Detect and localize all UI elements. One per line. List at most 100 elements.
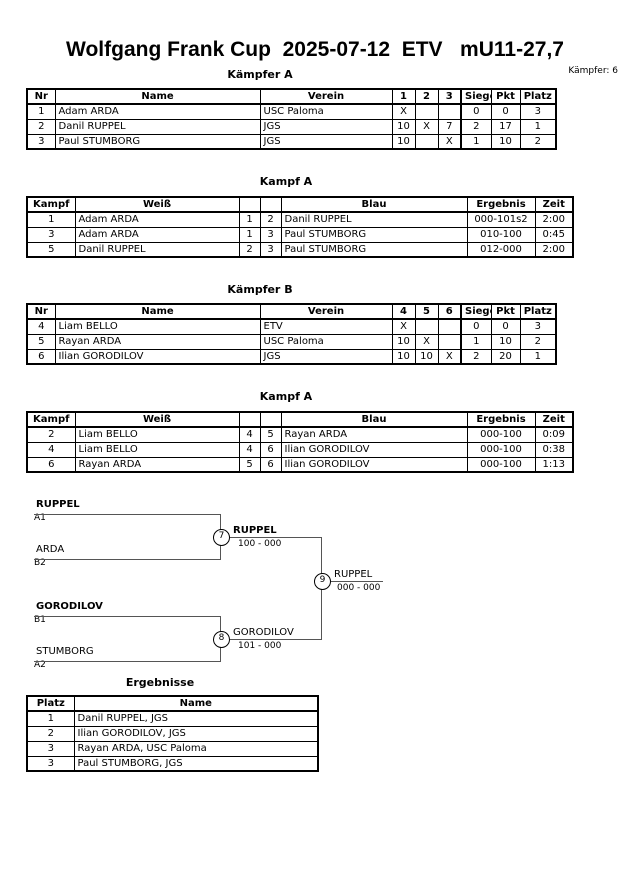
cell-weiss-nr: 1 <box>238 211 261 228</box>
cell-zeit: 2:00 <box>534 241 574 258</box>
col-verein: Verein <box>259 88 393 105</box>
bracket-line <box>331 581 383 582</box>
col-blau: Blau <box>280 196 468 213</box>
cell-opp-2 <box>414 318 439 335</box>
cell-name: Ilian GORODILOV, JGS <box>73 725 319 742</box>
bracket-entry-seed: B2 <box>34 558 46 568</box>
cell-platz: 3 <box>519 318 557 335</box>
cell-name: Danil RUPPEL, JGS <box>73 710 319 727</box>
cell-blau-nr: 3 <box>259 226 282 243</box>
pool-b-table: Nr Name Verein 4 5 6 Siege Pkt Platz 4Li… <box>26 303 557 365</box>
cell-platz: 1 <box>26 710 75 727</box>
col-name: Name <box>54 88 261 105</box>
cell-name: Rayan ARDA, USC Paloma <box>73 740 319 757</box>
cell-verein: JGS <box>259 348 393 365</box>
pool-b-matches-caption: Kampf A <box>259 390 313 403</box>
cell-platz: 2 <box>26 725 75 742</box>
cell-opp-1: 10 <box>391 133 416 150</box>
col-platz: Platz <box>26 695 75 712</box>
cell-nr: 6 <box>26 348 56 365</box>
col-ergebnis: Ergebnis <box>466 196 536 213</box>
bracket-entry-seed: A2 <box>34 660 46 670</box>
bracket-entry-seed: A1 <box>34 513 46 523</box>
cell-weiss: Rayan ARDA <box>74 456 240 473</box>
cell-opp-1: 10 <box>391 118 416 135</box>
cell-opp-1: X <box>391 103 416 120</box>
cell-weiss-nr: 1 <box>238 226 261 243</box>
cell-blau-nr: 5 <box>259 426 282 443</box>
cell-verein: USC Paloma <box>259 333 393 350</box>
bracket-winner: RUPPEL <box>233 525 277 536</box>
table-header-row: Nr Name Verein 4 5 6 Siege Pkt Platz <box>26 303 557 320</box>
bracket-match-number: 9 <box>314 573 331 590</box>
cell-siege: 0 <box>460 103 492 120</box>
bracket-line <box>34 616 220 617</box>
bracket-entry-name: GORODILOV <box>36 601 103 612</box>
cell-ergebnis: 010-100 <box>466 226 536 243</box>
col-nr: Nr <box>26 303 56 320</box>
cell-opp-1: 10 <box>391 333 416 350</box>
col-name: Name <box>54 303 261 320</box>
cell-platz: 1 <box>519 118 557 135</box>
bracket-line <box>34 559 220 560</box>
knockout-bracket: RUPPEL A1 B2 ARDA 7 RUPPEL 100 - 000 GOR… <box>0 495 630 670</box>
cell-zeit: 1:13 <box>534 456 574 473</box>
bracket-winner: RUPPEL <box>334 569 373 580</box>
cell-opp-2 <box>414 103 439 120</box>
bracket-score: 101 - 000 <box>238 641 282 651</box>
pool-a-matches-caption: Kampf A <box>259 175 313 188</box>
table-header-row: Kampf Weiß Blau Ergebnis Zeit <box>26 411 574 428</box>
table-header-row: Kampf Weiß Blau Ergebnis Zeit <box>26 196 574 213</box>
cell-verein: JGS <box>259 118 393 135</box>
cell-opp-3 <box>437 103 462 120</box>
pool-a-caption: Kämpfer A <box>227 68 293 81</box>
col-pkt: Pkt <box>490 303 521 320</box>
cell-platz: 3 <box>519 103 557 120</box>
pool-a-table: Nr Name Verein 1 2 3 Siege Pkt Platz 1Ad… <box>26 88 557 150</box>
cell-kampf: 3 <box>26 226 76 243</box>
col-siege: Siege <box>460 88 492 105</box>
cell-weiss-nr: 5 <box>238 456 261 473</box>
cell-blau: Ilian GORODILOV <box>280 441 468 458</box>
cell-pkt: 0 <box>490 318 521 335</box>
bracket-match-number: 7 <box>213 529 230 546</box>
cell-nr: 1 <box>26 103 56 120</box>
bracket-score: 100 - 000 <box>238 539 282 549</box>
cell-opp-1: X <box>391 318 416 335</box>
col-opp-1: 1 <box>391 88 416 105</box>
bracket-score: 000 - 000 <box>337 583 381 593</box>
col-opp-5: 5 <box>414 303 439 320</box>
table-header-row: Nr Name Verein 1 2 3 Siege Pkt Platz <box>26 88 557 105</box>
col-blau-nr <box>259 411 282 428</box>
cell-kampf: 6 <box>26 456 76 473</box>
col-zeit: Zeit <box>534 196 574 213</box>
cell-platz: 3 <box>26 755 75 772</box>
cell-ergebnis: 000-100 <box>466 441 536 458</box>
cell-ergebnis: 000-100 <box>466 426 536 443</box>
cell-weiss: Adam ARDA <box>74 226 240 243</box>
cell-ergebnis: 000-101s2 <box>466 211 536 228</box>
cell-nr: 3 <box>26 133 56 150</box>
col-weiss-nr <box>238 411 261 428</box>
cell-name: Adam ARDA <box>54 103 261 120</box>
cell-opp-3 <box>437 318 462 335</box>
col-weiss: Weiß <box>74 196 240 213</box>
col-pkt: Pkt <box>490 88 521 105</box>
cell-blau-nr: 6 <box>259 441 282 458</box>
col-kampf: Kampf <box>26 196 76 213</box>
bracket-entry-name: RUPPEL <box>36 499 80 510</box>
cell-opp-3 <box>437 333 462 350</box>
col-verein: Verein <box>259 303 393 320</box>
